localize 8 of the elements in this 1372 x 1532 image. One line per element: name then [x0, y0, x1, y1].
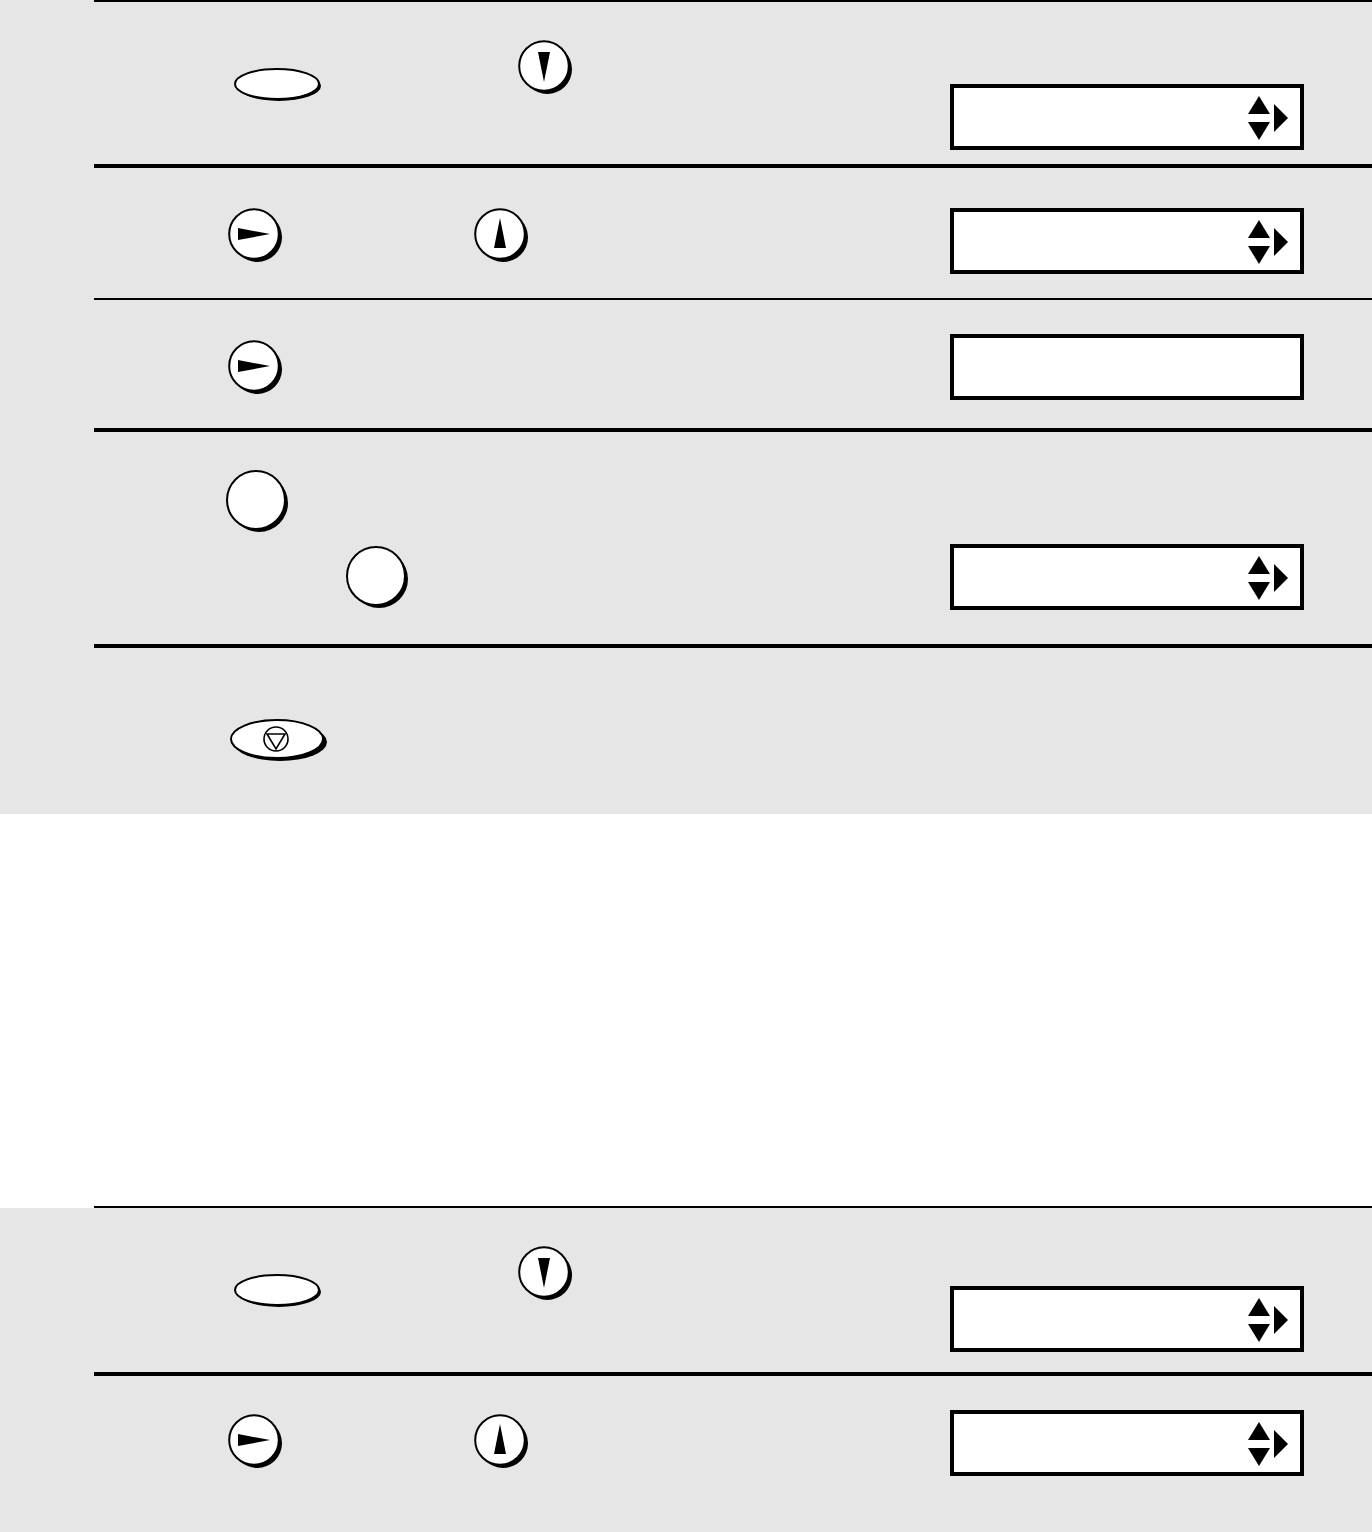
lcd-display: [950, 208, 1304, 274]
lcd-display: [950, 334, 1304, 400]
step-panel: [0, 0, 1372, 814]
lcd-display: [950, 544, 1304, 610]
lcd-display: [950, 84, 1304, 150]
step-panel: [0, 1208, 1372, 1532]
lcd-display: [950, 1410, 1304, 1476]
lcd-display: [950, 1286, 1304, 1352]
